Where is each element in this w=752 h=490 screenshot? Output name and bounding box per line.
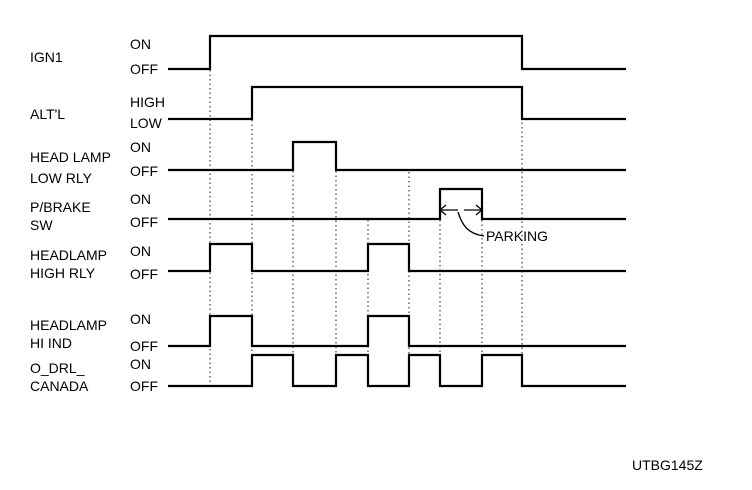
signal-row-o-drl-canada: O_DRL_ CANADA ON OFF [30,353,626,394]
level-label-low: OFF [130,163,158,179]
signal-name-line: HEADLAMP [30,317,107,333]
signal-name-line: P/BRAKE [30,199,91,215]
level-label-high: ON [130,356,151,372]
level-label-low: OFF [130,378,158,394]
level-label-low: OFF [130,214,158,230]
level-label-high: ON [130,191,151,207]
parking-annotation: PARKING [438,204,548,244]
signal-row-ign1: IGN1 ON OFF [30,34,626,77]
signal-row-p-brake-sw: P/BRAKE SW ON OFF [30,187,626,233]
signal-row-headlamp-hi-ind: HEADLAMP HI IND ON OFF [30,311,626,354]
signal-name-line: CANADA [30,378,89,394]
signal-name-line: IGN1 [30,49,63,65]
signal-name-line: ALT'L [30,106,65,122]
level-label-high: ON [130,243,151,259]
signal-name-line: HEAD LAMP [30,149,111,165]
level-label-low: LOW [130,115,163,131]
signal-name-line: O_DRL_ [30,360,85,376]
signal-name-line: HIGH RLY [30,265,96,281]
waveform [168,85,626,121]
waveform [168,140,626,172]
level-label-high: ON [130,311,151,327]
level-label-low: OFF [130,338,158,354]
level-label-high: ON [130,139,151,155]
waveform [168,314,626,348]
waveform [168,242,626,273]
parking-arrowhead-right [475,204,484,216]
signal-row-altl: ALT'L HIGH LOW [30,85,626,131]
level-label-low: OFF [130,61,158,77]
signal-name-line: HEADLAMP [30,247,107,263]
parking-arrowhead-left [438,204,447,216]
signal-name-line: SW [30,217,53,233]
signal-row-head-lamp-low-rly: HEAD LAMP LOW RLY ON OFF [30,139,626,186]
parking-label: PARKING [486,228,548,244]
waveform [168,353,626,388]
parking-leader-line [457,211,485,237]
signal-name-line: LOW RLY [30,170,93,186]
level-label-high: HIGH [130,94,165,110]
signal-name-line: HI IND [30,335,72,351]
waveform [168,34,626,71]
timing-guide-lines [209,70,523,386]
level-label-high: ON [130,36,151,52]
figure-code: UTBG145Z [632,457,703,473]
level-label-low: OFF [130,266,158,282]
waveform [168,187,626,221]
signal-row-headlamp-high-rly: HEADLAMP HIGH RLY ON OFF [30,242,626,282]
